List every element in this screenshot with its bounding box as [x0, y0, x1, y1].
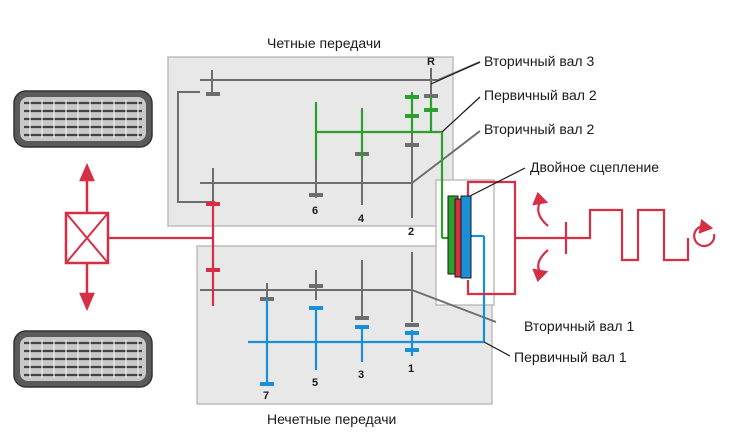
- label-dual-clutch: Двойное сцепление: [530, 159, 659, 175]
- gear-label-1: 1: [408, 363, 414, 375]
- label-input-shaft-2: Первичный вал 2: [484, 87, 597, 103]
- gear-label-7: 7: [263, 390, 269, 402]
- gear-label-r: R: [427, 56, 435, 68]
- label-output-shaft-1: Вторичный вал 1: [524, 318, 634, 334]
- rear-tire: [13, 330, 153, 388]
- dual-clutch: [447, 195, 472, 279]
- differential: [64, 211, 110, 265]
- label-input-shaft-1: Первичный вал 1: [514, 349, 627, 365]
- front-tire: [13, 90, 153, 148]
- gear-label-4: 4: [358, 213, 365, 225]
- input-shaft-1-gears: [260, 306, 419, 386]
- drive-path: [108, 180, 690, 306]
- drive-gears: [206, 202, 220, 272]
- input-shaft-2-gears: [405, 95, 438, 118]
- leader-lines: [430, 61, 526, 357]
- label-output-shaft-3: Вторичный вал 3: [484, 53, 594, 69]
- even-gears-housing: [167, 56, 454, 227]
- gear-label-6: 6: [312, 205, 318, 217]
- odd-gears-title: Нечетные передачи: [267, 411, 396, 427]
- label-output-shaft-2: Вторичный вал 2: [484, 121, 594, 137]
- axle-arrows: [79, 162, 95, 312]
- even-gears-title: Четные передачи: [267, 35, 381, 51]
- gear-label-3: 3: [358, 369, 364, 381]
- gear-label-2: 2: [408, 226, 414, 238]
- rotation-arrows: [532, 192, 716, 282]
- gear-label-5: 5: [312, 377, 318, 389]
